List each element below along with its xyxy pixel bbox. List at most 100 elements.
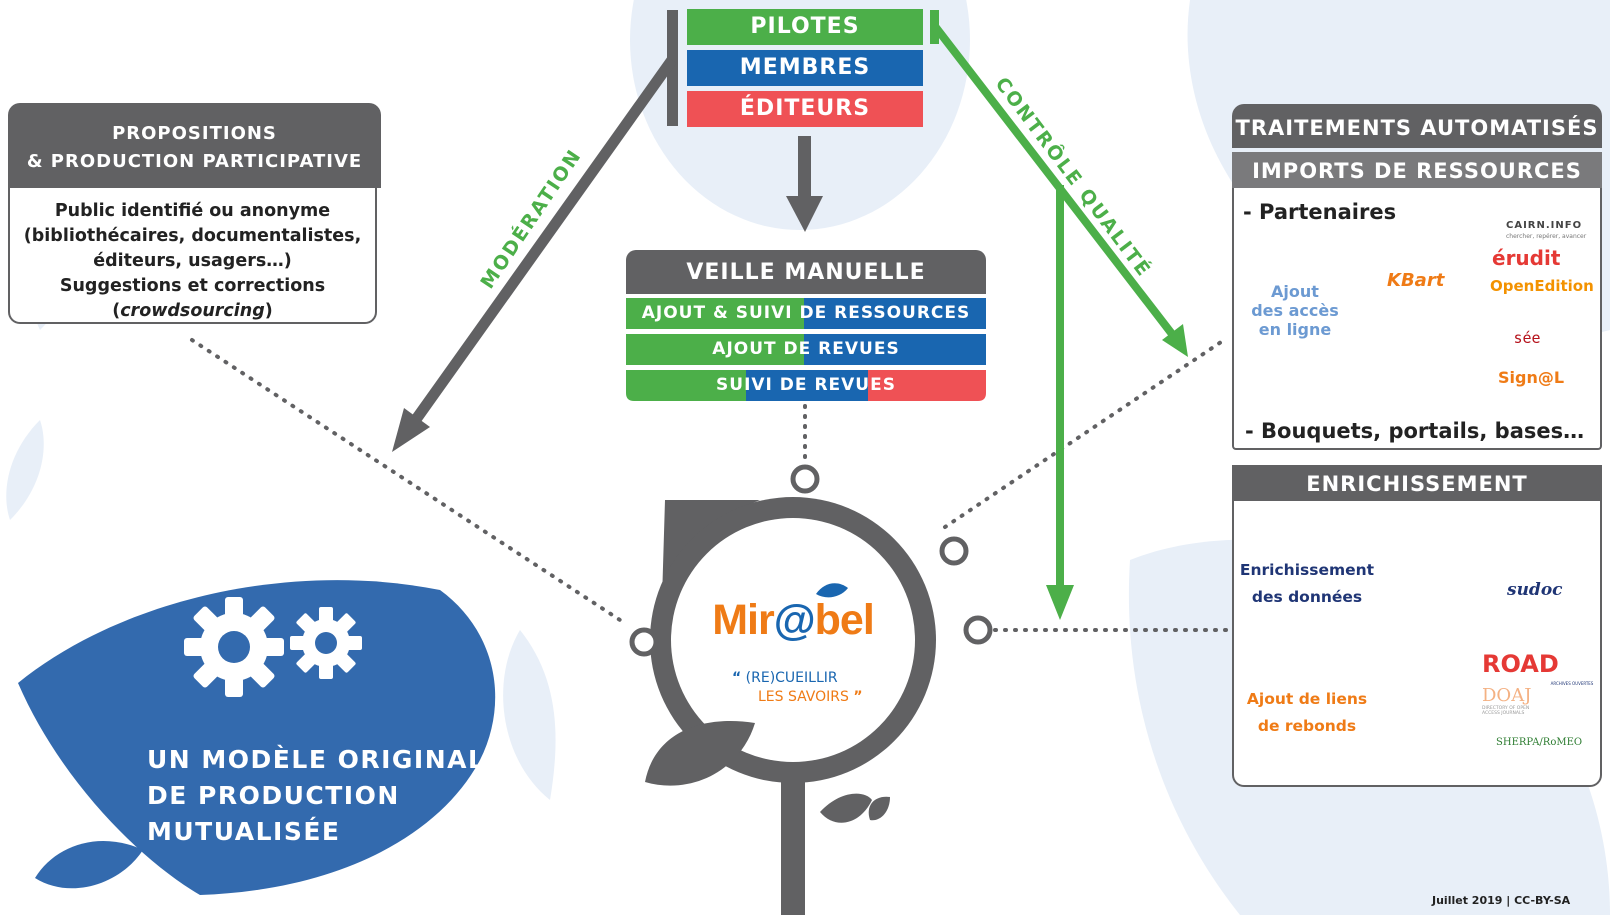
propositions-title-line1: PROPOSITIONS: [112, 123, 277, 144]
tagline-open-quote: “: [732, 670, 742, 686]
data-enrichment-label: Enrichissement des données: [1236, 557, 1378, 611]
erudit-logo: érudit: [1492, 246, 1560, 270]
magnifier-shape: [645, 497, 936, 915]
footer-text: Juillet 2019 | CC-BY-SA: [1432, 894, 1571, 907]
data-line1: Enrichissement: [1239, 561, 1375, 579]
cairn-tagline: chercher, repérer, avancer: [1506, 233, 1586, 240]
imports-subtitle: IMPORTS DE RESSOURCES: [1232, 152, 1602, 188]
moderation-text: MODÉRATION: [476, 144, 587, 293]
signal-logo: Sign@L: [1498, 368, 1564, 387]
propositions-body: Public identifié ou anonyme (bibliothéca…: [8, 188, 377, 324]
sudoc-text: sudoc: [1507, 580, 1563, 600]
dotted-connectors: [190, 336, 1230, 632]
partners-heading-text: - Partenaires: [1243, 200, 1397, 224]
propositions-line4: Suggestions et corrections: [59, 276, 326, 296]
tagline1-text: (RE)CUEILLIR: [745, 670, 838, 686]
model-line3: MUTUALISÉE: [147, 817, 341, 846]
veille-rows-background: [626, 298, 986, 401]
role-pilots: PILOTES: [687, 9, 923, 45]
leaf-shape: [18, 580, 496, 895]
propositions-line1: Public identifié ou anonyme: [54, 201, 331, 221]
traitements-body: [1232, 188, 1602, 450]
veille-row2-text: AJOUT DE REVUES: [712, 339, 900, 359]
quality-control-label: CONTRÔLE QUALITÉ: [987, 73, 1156, 281]
rdf-text: RDF: [1427, 553, 1449, 563]
mirabel-apple-icon: [816, 583, 848, 598]
role-publishers-label: ÉDITEURS: [739, 96, 871, 121]
propositions-line5: (crowdsourcing): [10, 299, 375, 324]
traitements-title-text: TRAITEMENTS AUTOMATISÉS: [1235, 116, 1599, 140]
openedition-logo: OpenEdition: [1490, 277, 1594, 295]
propositions-title-line2: & PRODUCTION PARTICIPATIVE: [26, 151, 363, 172]
access-line1: Ajout: [1271, 282, 1319, 301]
road-logo: ROAD: [1482, 650, 1559, 678]
propositions-paren-close: ): [264, 301, 273, 321]
sherpa-logo: SHERPA/RoMEO: [1496, 737, 1582, 748]
access-line3: en ligne: [1258, 320, 1332, 339]
propositions-line2: (bibliothécaires, documentalistes,: [23, 226, 362, 246]
model-headline: UN MODÈLE ORIGINAL DE PRODUCTION MUTUALI…: [147, 742, 485, 850]
mirabel-logo: Mir@bel: [698, 596, 888, 645]
role-members-label: MEMBRES: [739, 55, 871, 80]
cairn-tagline-text: chercher, repérer, avancer: [1506, 233, 1587, 240]
rebond-links-label: Ajout de liens de rebonds: [1236, 686, 1378, 740]
persee-bottom-text: sée: [1513, 329, 1541, 347]
arrow-icon: [392, 10, 1188, 620]
gear-icon: [184, 597, 284, 697]
veille-row3-text: SUIVI DE REVUES: [716, 375, 896, 395]
access-line2: des accès: [1251, 301, 1339, 320]
enrichissement-title: ENRICHISSEMENT: [1232, 465, 1602, 501]
doaj-subtitle: DIRECTORY OF OPEN ACCESS JOURNALS: [1482, 706, 1540, 716]
mirabel-logo-at: @: [773, 596, 816, 644]
sherpa-text: SHERPA/RoMEO: [1496, 737, 1583, 748]
tagline-close-quote: ”: [853, 689, 863, 705]
persee-top-text: per: [1513, 309, 1541, 327]
doaj-logo: DOAJ: [1482, 685, 1531, 706]
model-line1: UN MODÈLE ORIGINAL: [147, 745, 486, 774]
cairn-logo: CAIRN.INFO: [1506, 220, 1582, 231]
mirabel-logo-part2: bel: [814, 596, 875, 644]
enrichissement-body: [1232, 501, 1602, 787]
cairn-text: CAIRN.INFO: [1506, 220, 1583, 231]
veille-title: VEILLE MANUELLE: [626, 250, 986, 294]
quality-control-text: CONTRÔLE QUALITÉ: [990, 73, 1156, 282]
gear-icon: [290, 607, 362, 679]
moderation-label: MODÉRATION: [475, 142, 592, 297]
hal-logo: HAL: [1562, 696, 1582, 706]
hal-text: HAL: [1562, 696, 1583, 706]
veille-title-text: VEILLE MANUELLE: [686, 260, 926, 285]
tagline2-text: LES SAVOIRS: [758, 689, 849, 705]
links-line2: de rebonds: [1257, 717, 1357, 735]
veille-row-resources: AJOUT & SUIVI DE RESSOURCES: [626, 298, 986, 329]
signal-text: Sign@L: [1498, 368, 1565, 387]
openedition-text: OpenEdition: [1490, 277, 1594, 295]
propositions-title: PROPOSITIONS & PRODUCTION PARTICIPATIVE: [8, 103, 381, 188]
road-text: ROAD: [1482, 650, 1559, 678]
erudit-text: érudit: [1492, 246, 1561, 270]
propositions-line3: éditeurs, usagers…): [93, 251, 292, 271]
enrichissement-title-text: ENRICHISSEMENT: [1306, 472, 1528, 496]
kbart-logo: KBart: [1387, 270, 1444, 291]
imports-subtitle-text: IMPORTS DE RESSOURCES: [1252, 159, 1582, 183]
veille-row-journals-add: AJOUT DE REVUES: [626, 334, 986, 365]
veille-row1-text: AJOUT & SUIVI DE RESSOURCES: [641, 303, 971, 323]
access-label: Ajout des accès en ligne: [1240, 282, 1350, 339]
role-publishers: ÉDITEURS: [687, 91, 923, 127]
role-members: MEMBRES: [687, 50, 923, 86]
sudoc-logo: sudoc: [1507, 580, 1563, 600]
crowdsourcing-term: crowdsourcing: [120, 301, 265, 321]
bouquets-text: - Bouquets, portails, bases…: [1245, 419, 1585, 443]
propositions-paren-open: (: [112, 301, 121, 321]
doaj-subtitle-text: DIRECTORY OF OPEN ACCESS JOURNALS: [1482, 706, 1530, 716]
rdf-logo: RDF: [1418, 552, 1458, 564]
hal-ring-text: ARCHIVES OUVERTES: [1550, 681, 1594, 686]
bouquets-heading: - Bouquets, portails, bases…: [1245, 419, 1584, 443]
doaj-text: DOAJ: [1482, 685, 1532, 706]
mirabel-logo-part1: Mir: [712, 596, 774, 644]
traitements-title: TRAITEMENTS AUTOMATISÉS: [1232, 104, 1602, 148]
connector-rings: [629, 464, 993, 657]
footer-credit: Juillet 2019 | CC-BY-SA: [1432, 894, 1570, 907]
links-line1: Ajout de liens: [1246, 690, 1368, 708]
partners-heading: - Partenaires: [1243, 200, 1396, 224]
